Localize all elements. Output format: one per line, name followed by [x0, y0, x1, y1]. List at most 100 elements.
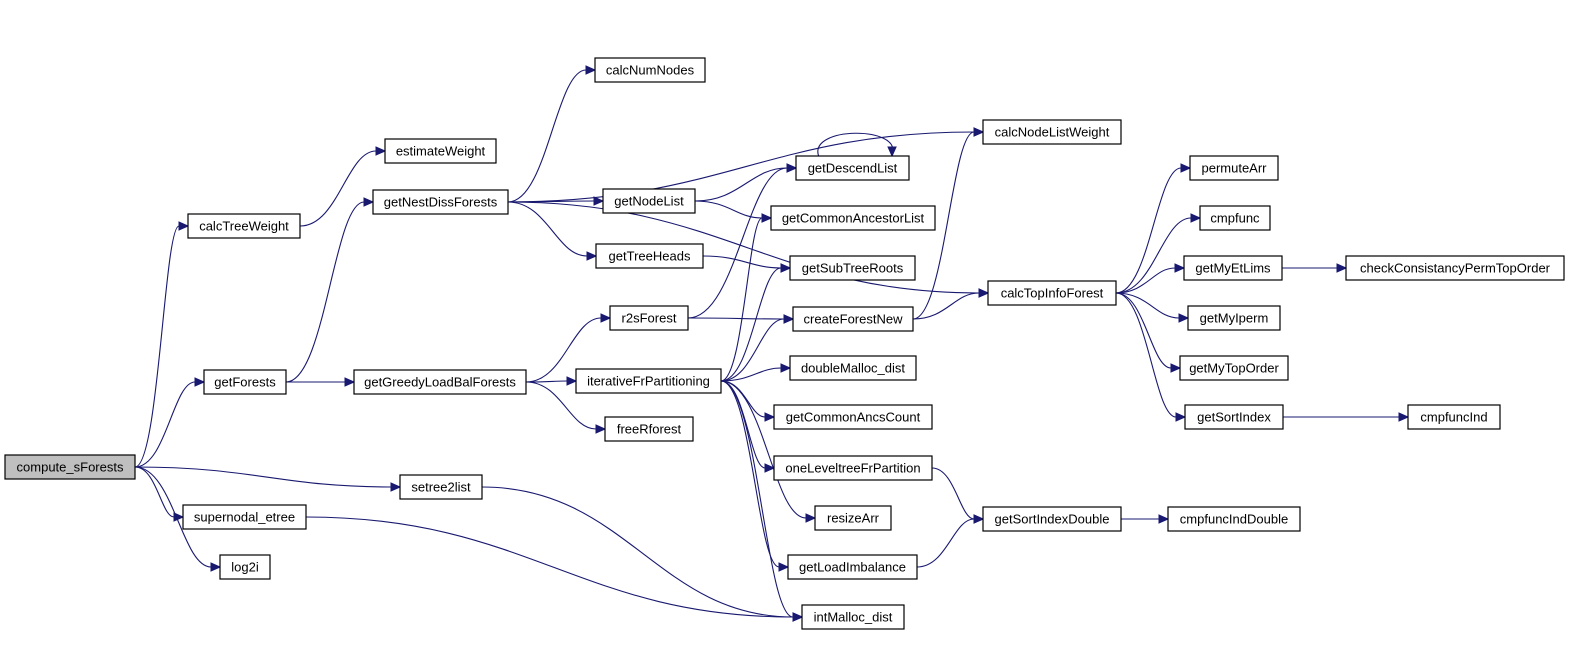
node-label: getSortIndex	[1197, 410, 1271, 425]
edge-arrowhead	[375, 146, 387, 156]
edge-getGreedyLoadBalForests-to-freeRforest	[525, 381, 607, 434]
node-getTreeHeads[interactable]: getTreeHeads	[595, 243, 704, 269]
node-iterativeFrPartitioning[interactable]: iterativeFrPartitioning	[575, 368, 722, 394]
node-getLoadImbalance[interactable]: getLoadImbalance	[787, 554, 918, 580]
node-label: getNestDissForests	[384, 195, 498, 210]
edge-line	[931, 467, 975, 520]
node-getSortIndexDouble[interactable]: getSortIndexDouble	[982, 506, 1122, 532]
node-label: permuteArr	[1201, 161, 1267, 176]
node-getMyEtLims[interactable]: getMyEtLims	[1183, 255, 1283, 281]
edge-arrowhead	[978, 288, 990, 298]
node-getCommonAncestorList[interactable]: getCommonAncestorList	[770, 205, 936, 231]
edge-arrowhead	[363, 197, 375, 207]
node-intMalloc_dist[interactable]: intMalloc_dist	[801, 604, 905, 630]
node-box	[792, 306, 914, 332]
node-getSortIndex[interactable]: getSortIndex	[1184, 404, 1284, 430]
node-box	[399, 474, 483, 500]
node-box	[789, 255, 916, 281]
node-getNestDissForests[interactable]: getNestDissForests	[372, 189, 509, 215]
node-calcNumNodes[interactable]: calcNumNodes	[594, 57, 706, 83]
node-r2sForest[interactable]: r2sForest	[609, 305, 689, 331]
node-permuteArr[interactable]: permuteArr	[1189, 155, 1279, 181]
edge-arrowhead	[1190, 213, 1202, 223]
node-box	[982, 119, 1122, 145]
edge-line	[720, 367, 782, 382]
edge-iterativeFrPartitioning-to-getSubTreeRoots	[720, 263, 792, 382]
edge-line	[702, 255, 782, 269]
edge-line	[720, 380, 807, 519]
node-getMyTopOrder[interactable]: getMyTopOrder	[1179, 355, 1289, 381]
edge-arrowhead	[783, 314, 795, 324]
edge-arrowhead	[780, 263, 792, 273]
node-label: getLoadImbalance	[799, 560, 906, 575]
node-compute_sForests[interactable]: compute_sForests	[4, 454, 136, 480]
node-getDescendList[interactable]: getDescendList	[795, 155, 910, 181]
edge-line	[1115, 267, 1176, 294]
node-supernodal_etree[interactable]: supernodal_etree	[182, 504, 307, 530]
node-label: getCommonAncsCount	[786, 410, 921, 425]
node-box	[1167, 506, 1301, 532]
node-freeRforest[interactable]: freeRforest	[604, 416, 694, 442]
node-oneLeveltreeFrPartition[interactable]: oneLeveltreeFrPartition	[773, 455, 933, 481]
node-label: doubleMalloc_dist	[801, 361, 905, 376]
node-getSubTreeRoots[interactable]: getSubTreeRoots	[789, 255, 916, 281]
node-cmpfuncInd[interactable]: cmpfuncInd	[1407, 404, 1501, 430]
edge-arrowhead	[780, 363, 792, 373]
edge-getForests-to-getGreedyLoadBalForests	[286, 377, 356, 387]
edge-getSortIndexDouble-to-cmpfuncIndDouble	[1121, 514, 1170, 524]
node-box	[384, 138, 497, 164]
node-box	[203, 369, 287, 395]
edge-calcTopInfoForest-to-getMyTopOrder	[1115, 292, 1182, 373]
edge-getNestDissForests-to-calcNumNodes	[507, 65, 597, 203]
node-box	[609, 305, 689, 331]
edge-line	[720, 217, 763, 382]
edge-calcTopInfoForest-to-getMyEtLims	[1115, 263, 1186, 294]
node-label: r2sForest	[622, 311, 677, 326]
edge-getMyEtLims-to-checkConsistancyPermTopOrder	[1282, 263, 1348, 273]
node-cmpfuncIndDouble[interactable]: cmpfuncIndDouble	[1167, 506, 1301, 532]
node-box	[1187, 305, 1281, 331]
edge-createForestNew-to-calcTopInfoForest	[912, 288, 990, 320]
edge-arrowhead	[786, 163, 798, 173]
node-cmpfunc[interactable]: cmpfunc	[1199, 205, 1271, 231]
node-getCommonAncsCount[interactable]: getCommonAncsCount	[773, 404, 933, 430]
node-doubleMalloc_dist[interactable]: doubleMalloc_dist	[789, 355, 917, 381]
node-layer: compute_sForests calcTreeWeight getForests…	[4, 57, 1565, 630]
edge-iterativeFrPartitioning-to-doubleMalloc_dist	[720, 363, 792, 382]
node-label: calcNumNodes	[606, 63, 695, 78]
edge-arrowhead	[1398, 412, 1410, 422]
node-label: getMyTopOrder	[1189, 361, 1279, 376]
edge-line	[720, 318, 785, 382]
node-setree2list[interactable]: setree2list	[399, 474, 483, 500]
edge-getNestDissForests-to-calcNodeListWeight	[507, 127, 985, 203]
node-box	[595, 243, 704, 269]
node-calcTopInfoForest[interactable]: calcTopInfoForest	[987, 280, 1117, 306]
node-getMyIperm[interactable]: getMyIperm	[1187, 305, 1281, 331]
edge-line	[720, 267, 782, 382]
node-getForests[interactable]: getForests	[203, 369, 287, 395]
edge-getGreedyLoadBalForests-to-r2sForest	[525, 313, 612, 383]
edge-line	[1115, 292, 1180, 319]
node-checkConsistancyPermTopOrder[interactable]: checkConsistancyPermTopOrder	[1345, 255, 1565, 281]
node-createForestNew[interactable]: createForestNew	[792, 306, 914, 332]
edge-arrowhead	[178, 221, 190, 231]
edge-arrowhead	[390, 482, 402, 492]
node-getNodeList[interactable]: getNodeList	[602, 188, 696, 214]
node-log2i[interactable]: log2i	[219, 554, 271, 580]
node-box	[773, 455, 933, 481]
edge-layer	[134, 65, 1410, 622]
node-getGreedyLoadBalForests[interactable]: getGreedyLoadBalForests	[353, 369, 527, 395]
edge-arrowhead	[595, 424, 607, 434]
edge-line	[134, 466, 212, 568]
edge-arrowhead	[792, 612, 804, 622]
node-calcTreeWeight[interactable]: calcTreeWeight	[187, 213, 301, 239]
edge-line	[1115, 292, 1177, 418]
node-calcNodeListWeight[interactable]: calcNodeListWeight	[982, 119, 1122, 145]
edge-line	[912, 131, 975, 320]
node-estimateWeight[interactable]: estimateWeight	[384, 138, 497, 164]
node-label: resizeArr	[827, 511, 880, 526]
node-resizeArr[interactable]: resizeArr	[814, 505, 892, 531]
edge-line	[134, 466, 175, 518]
node-box	[1199, 205, 1271, 231]
edge-arrowhead	[1180, 163, 1192, 173]
